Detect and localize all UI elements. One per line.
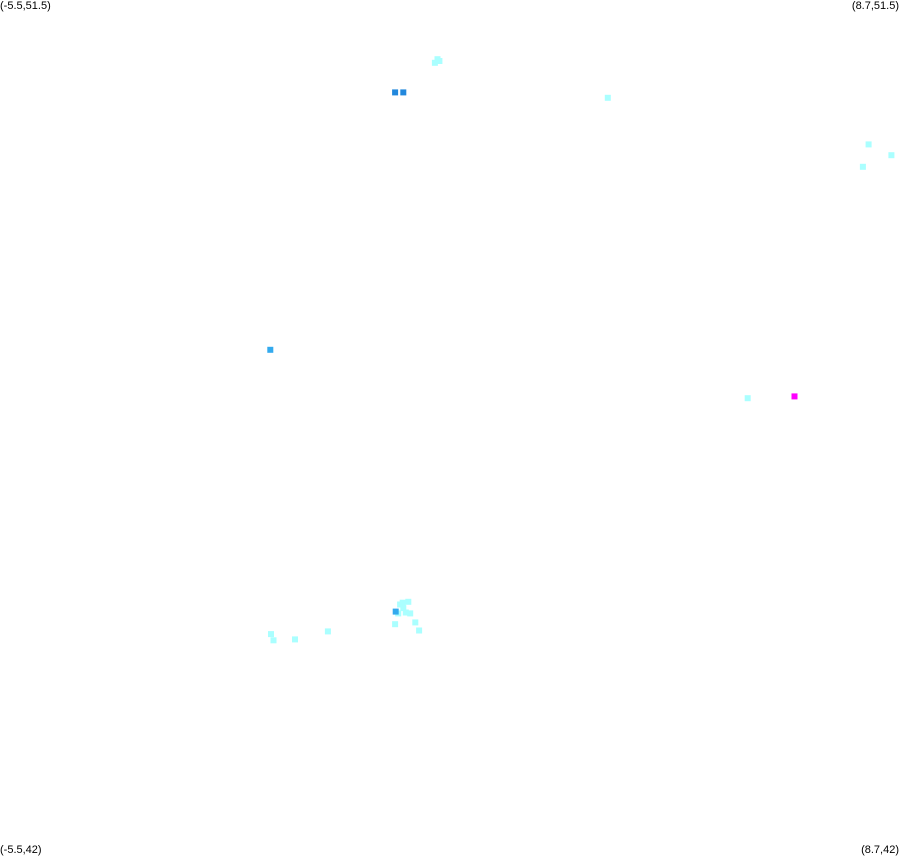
map-point[interactable] (407, 610, 414, 617)
map-point[interactable] (400, 605, 407, 612)
map-point[interactable] (268, 631, 274, 638)
map-point[interactable] (402, 609, 409, 616)
map-point[interactable] (604, 94, 611, 101)
points-layer (267, 56, 895, 644)
map-point[interactable] (392, 621, 399, 628)
corner-label-top-right: (8.7,51.5) (851, 0, 899, 12)
map-point[interactable] (416, 627, 423, 634)
map-point[interactable] (324, 628, 331, 635)
map-point[interactable] (744, 395, 751, 402)
map-point[interactable] (292, 636, 298, 643)
map-point[interactable] (436, 58, 443, 64)
map-point[interactable] (431, 59, 438, 66)
map-point[interactable] (859, 163, 866, 170)
corner-label-top-left: (-5.5,51.5) (0, 0, 51, 12)
map-point[interactable] (399, 599, 406, 606)
map-point[interactable] (412, 619, 419, 626)
map-point[interactable] (270, 637, 277, 644)
map-point[interactable] (888, 152, 895, 159)
map-point[interactable] (392, 89, 399, 96)
map-point[interactable] (865, 141, 872, 148)
map-point[interactable] (791, 393, 798, 400)
map-point[interactable] (392, 608, 399, 615)
map-point[interactable] (405, 598, 412, 605)
map-point[interactable] (267, 346, 274, 353)
map-point[interactable] (400, 89, 407, 96)
corner-label-bottom-left: (-5.5,42) (0, 844, 42, 856)
corner-label-bottom-right: (8.7,42) (861, 844, 899, 856)
